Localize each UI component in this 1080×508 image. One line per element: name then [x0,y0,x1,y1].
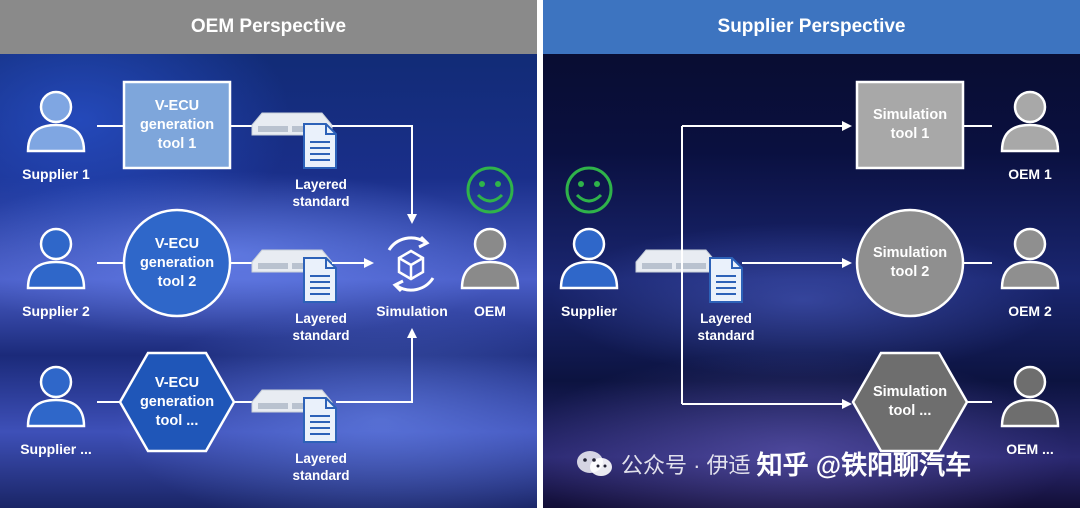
ecu-icon [635,249,717,273]
oem-2-label: OEM 2 [1008,303,1052,319]
oem-3-icon [1000,365,1060,428]
document-icon [709,257,743,303]
vecu-tool-3-hexagon [118,351,236,453]
oem-1-label: OEM 1 [1008,166,1052,182]
oem-1-icon [1000,90,1060,153]
document-icon [303,257,337,303]
oem-perspective-header: OEM Perspective [0,0,537,54]
oem-3-label: OEM ... [1006,441,1054,457]
sim-tool-3-hexagon [851,351,969,453]
sim-tool-1-square [855,80,965,170]
sim-tool-3-label: Simulation tool ... [872,384,948,419]
smiley-icon [466,166,514,214]
panel-divider [537,0,543,508]
supplier-1-icon [26,90,86,153]
sim-tool-2-label: Simulation tool 2 [872,245,948,280]
sim-tool-1-label: Simulation tool 1 [872,107,948,142]
supplier-1-label: Supplier 1 [22,166,90,182]
supplier-3-icon [26,365,86,428]
oem-person-icon [460,227,520,290]
smiley-icon [565,166,613,214]
supplier-label: Supplier [560,303,617,319]
supplier-3-label: Supplier ... [20,441,92,457]
vecu-tool-1-label: V-ECU generation tool 1 [139,97,215,152]
supplier-2-icon [26,227,86,290]
vecu-tool-2-label: V-ECU generation tool 2 [139,235,215,290]
oem-label: OEM [474,303,506,319]
layered-standard-label: Layered standard [292,311,350,343]
document-icon [303,397,337,443]
layered-standard-label: Layered standard [292,177,350,209]
supplier-perspective-header: Supplier Perspective [543,0,1080,54]
oem-2-icon [1000,227,1060,290]
watermark-brand: 知乎 @铁阳聊汽车 [756,450,972,480]
wechat-icon [577,450,612,476]
simulation-label: Simulation [376,303,448,319]
vecu-tool-3-label: V-ECU generation tool ... [139,374,215,429]
vecu-tool-1-square [122,80,232,170]
layered-standard-label: Layered standard [292,451,350,483]
watermark-text: 公众号 · 伊适 [621,452,751,478]
supplier-perspective-panel: Supplier Perspective [543,0,1080,508]
document-icon [303,123,337,169]
simulation-icon [387,235,435,293]
layered-standard-label: Layered standard [697,311,755,343]
supplier-2-label: Supplier 2 [22,303,90,319]
oem-perspective-panel: OEM Perspective [0,0,537,508]
watermark: 公众号 · 伊适 知乎 @铁阳聊汽车 [575,445,971,482]
supplier-person-icon [559,227,619,290]
